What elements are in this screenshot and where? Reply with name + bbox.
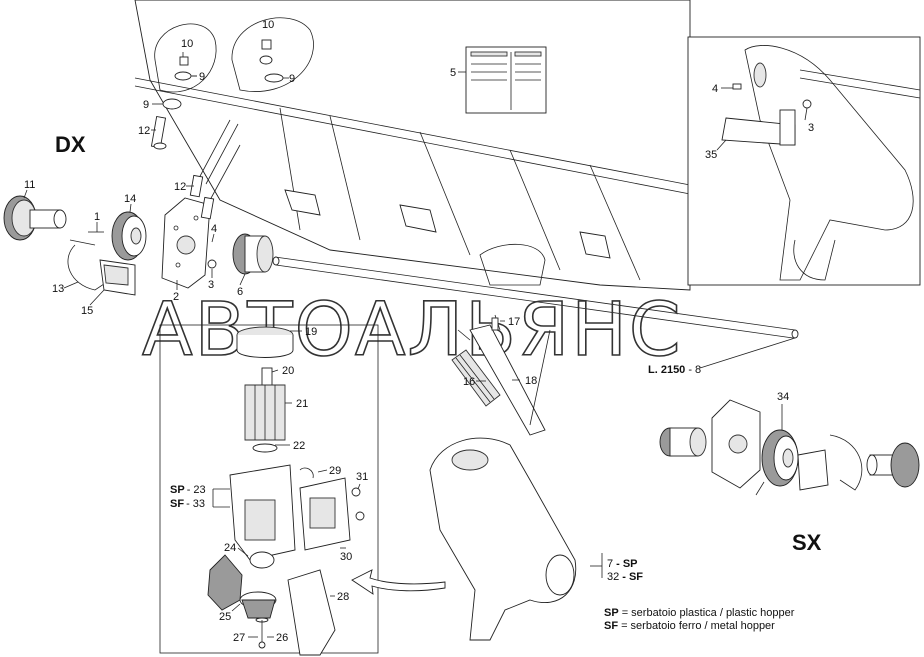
callout-10a: 10 [181,38,193,50]
callout-1: 1 [94,211,100,223]
bearing-plate-part [161,197,211,289]
callout-31: 31 [356,471,368,483]
agitator-parts [451,314,546,436]
callout-32: 32 [607,571,619,583]
sx-pin [755,481,765,496]
callout-5: 5 [450,67,456,79]
sx-gear-wheel [761,429,799,487]
callout-7: 7 [607,558,613,570]
callout-19: 19 [305,326,317,338]
callout-14: 14 [124,193,136,205]
side-label-sx: SX [792,530,822,555]
leader-lines [23,75,808,638]
callout-24: 24 [224,542,236,554]
callout-11: 11 [24,179,35,191]
callout-13: 13 [52,283,64,295]
callout-20: 20 [282,365,294,377]
svg-text:L. 2150- 8: L. 2150- 8 [648,364,701,376]
bolt-part [150,116,167,150]
callout-26: 26 [276,632,288,644]
callout-22: 22 [293,440,305,452]
callout-9a: 9 [199,71,205,83]
callout-9b: 9 [289,73,295,85]
long-shaft [272,256,799,339]
callout-15: 15 [81,305,93,317]
callout-16: 16 [463,376,475,388]
sx-knob [866,442,920,488]
svg-text:7- SP: 7- SP [607,558,638,570]
long-bolts [189,119,241,220]
legend-sp-text: = serbatoio plastica / plastic hopper [622,607,795,619]
legend-sp-code: SP [604,607,619,619]
detail-inset [687,36,921,286]
callout-17: 17 [508,316,520,328]
callout-32-suffix: - SF [622,571,643,583]
bracket-part [99,259,136,296]
hopper-assembly [429,329,577,641]
callout-18: 18 [525,375,537,387]
hopper-underside [134,0,691,291]
callout-7-suffix: - SP [616,558,637,570]
callout-12a: 12 [138,125,150,137]
callout-25: 25 [219,611,231,623]
sx-pinion [659,427,707,457]
side-label-dx: DX [55,132,86,157]
washer-part [162,98,182,110]
legend-sf-code: SF [604,620,618,632]
legend-sp: SP= serbatoio plastica / plastic hopper [604,607,795,619]
callout-30: 30 [340,551,352,563]
callout-9c: 9 [143,99,149,111]
callout-2: 2 [173,291,179,303]
callout-4-inset: 4 [712,83,718,95]
detail-box [159,324,379,656]
svg-text:32- SF: 32- SF [607,571,643,583]
callout-labels: DX SX 10 9 10 9 9 12 5 4 3 35 11 14 1 12… [24,19,822,644]
label-plate [458,46,547,114]
callout-33-prefix: SF [170,498,184,510]
callout-10b: 10 [262,19,274,31]
callout-12b: 12 [174,181,186,193]
legend-sf-text: = serbatoio ferro / metal hopper [621,620,775,632]
watermark-text: АВТОАЛЬЯНС [142,287,683,373]
callout-33: - 33 [186,498,205,510]
callout-6: 6 [237,286,243,298]
nut-part [207,259,217,269]
gear-wheel-part [111,211,147,261]
svg-text:SP- 23: SP- 23 [170,484,206,496]
callout-4: 4 [211,223,217,235]
sx-bracket [797,449,829,491]
callout-23-prefix: SP [170,484,185,496]
spring-part [67,239,111,291]
sx-spring [829,434,863,491]
callout-34: 34 [777,391,789,403]
callout-21: 21 [296,398,308,410]
callout-27: 27 [233,632,245,644]
nut-group-right [231,17,314,92]
callout-3-inset: 3 [808,122,814,134]
knob-part [3,195,67,241]
callout-23: - 23 [187,484,206,496]
direction-arrow [351,569,446,595]
length-label: L. 2150 [648,364,685,376]
pinion-part [232,233,274,275]
callout-35: 35 [705,149,717,161]
svg-text:SF- 33: SF- 33 [170,498,205,510]
sx-bearing-plate [711,399,761,489]
callout-3: 3 [208,279,214,291]
callout-29: 29 [329,465,341,477]
callout-28: 28 [337,591,349,603]
callout-8: - 8 [688,364,701,376]
legend-sf: SF= serbatoio ferro / metal hopper [604,620,775,632]
